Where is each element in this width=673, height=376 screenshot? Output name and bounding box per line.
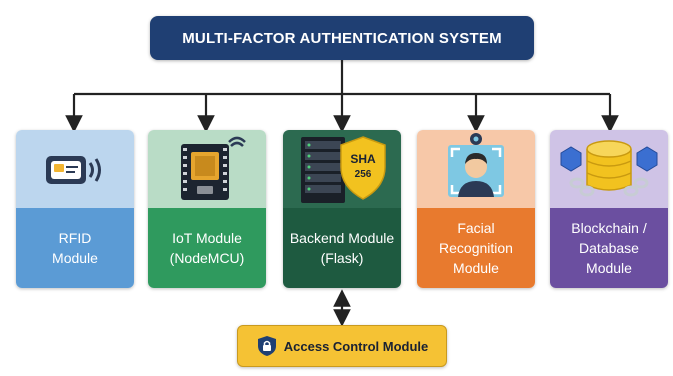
rfid-art	[16, 130, 134, 208]
shield-lock-icon	[257, 336, 276, 356]
rfid-label-line1: RFID	[58, 230, 92, 246]
system-title-text: MULTI-FACTOR AUTHENTICATION SYSTEM	[182, 29, 502, 47]
iot-label-line2: (NodeMCU)	[169, 250, 245, 266]
backend-label-line2: (Flask)	[320, 250, 364, 266]
rfid-label: RFID Module	[16, 208, 134, 288]
iot-label-line1: IoT Module	[172, 230, 242, 246]
database-chain-icon	[560, 140, 658, 197]
blockchain-label-line2: Database	[579, 240, 639, 256]
iot-art	[148, 130, 266, 208]
shield-text-line1: SHA	[350, 152, 376, 166]
blockchain-label: Blockchain / Database Module	[550, 208, 668, 288]
blockchain-label-line1: Blockchain /	[571, 220, 647, 236]
rfid-label-line2: Module	[52, 250, 98, 266]
facial-label: Facial Recognition Module	[417, 208, 535, 288]
facial-module-card: Facial Recognition Module	[417, 130, 535, 288]
iot-label: IoT Module (NodeMCU)	[148, 208, 266, 288]
rfid-module-card: RFID Module	[16, 130, 134, 288]
nodemcu-board-icon	[181, 136, 246, 200]
iot-module-card: IoT Module (NodeMCU)	[148, 130, 266, 288]
access-control-module: Access Control Module	[237, 325, 447, 367]
facial-label-line3: Module	[453, 260, 499, 276]
blockchain-label-line3: Module	[586, 260, 632, 276]
system-title: MULTI-FACTOR AUTHENTICATION SYSTEM	[150, 16, 534, 60]
face-scan-icon	[448, 133, 504, 197]
blockchain-module-card: Blockchain / Database Module	[550, 130, 668, 288]
blockchain-art	[550, 130, 668, 208]
backend-label: Backend Module (Flask)	[283, 208, 401, 288]
backend-module-card: SHA 256 Backend Module (Flask)	[283, 130, 401, 288]
backend-art: SHA 256	[283, 130, 401, 208]
facial-label-line1: Facial	[457, 220, 495, 236]
facial-art	[417, 130, 535, 208]
server-shield-icon: SHA 256	[301, 136, 386, 203]
rfid-card-icon	[46, 156, 101, 184]
backend-label-line1: Backend Module	[289, 230, 395, 246]
access-control-label: Access Control Module	[283, 338, 429, 354]
facial-label-line2: Recognition	[439, 240, 513, 256]
shield-text-line2: 256	[355, 169, 372, 180]
